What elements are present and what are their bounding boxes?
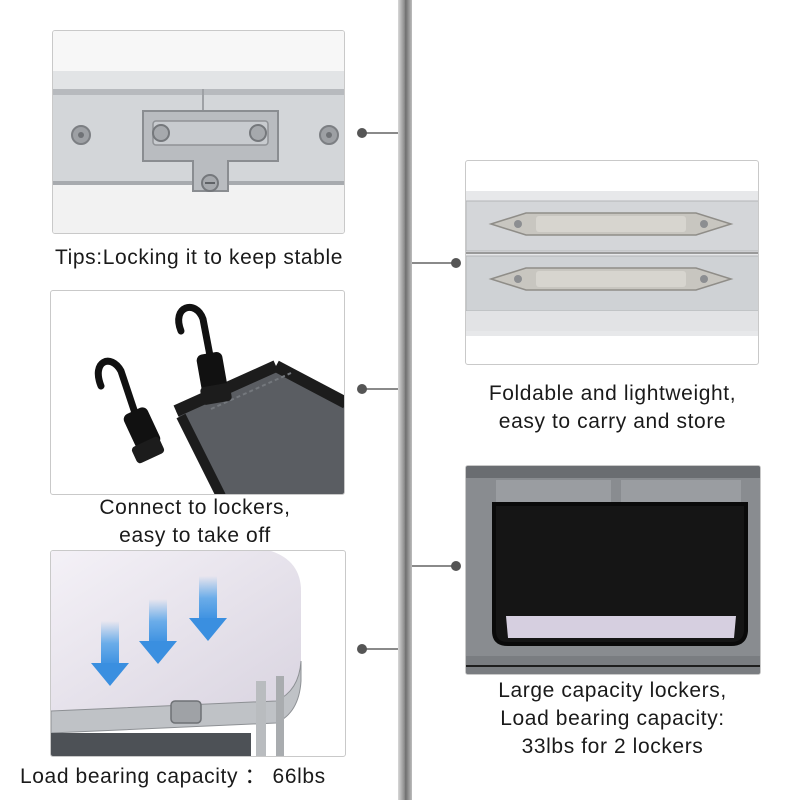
- tabletop-load-photo: [50, 550, 346, 757]
- caption-hooks-line2: easy to take off: [119, 524, 271, 547]
- locker-photo: [465, 465, 761, 675]
- latch-photo: [52, 30, 345, 234]
- caption-lockers-line1: Large capacity lockers,: [498, 679, 727, 702]
- caption-foldable-line1: Foldable and lightweight,: [488, 382, 737, 405]
- connector-dot-hooks: [357, 384, 367, 394]
- caption-lockers-line2: Load bearing capacity:: [500, 707, 725, 730]
- connector-foldable: [412, 262, 456, 264]
- caption-lockers: Large capacity lockers, Load bearing cap…: [440, 677, 785, 761]
- caption-hooks-line1: Connect to lockers,: [99, 496, 291, 519]
- caption-foldable: Foldable and lightweight, easy to carry …: [440, 380, 785, 436]
- connector-hooks: [362, 388, 398, 390]
- connector-dot-latch: [357, 128, 367, 138]
- caption-hooks: Connect to lockers, easy to take off: [20, 494, 370, 550]
- caption-foldable-line2: easy to carry and store: [498, 410, 727, 433]
- connector-dot-lockers: [451, 561, 461, 571]
- caption-lockers-line3: 33lbs for 2 lockers: [521, 735, 704, 758]
- connector-load: [362, 648, 398, 650]
- caption-load: Load bearing capacity ： 66lbs: [20, 765, 326, 788]
- connector-dot-load: [357, 644, 367, 654]
- connector-lockers: [412, 565, 456, 567]
- folded-handles-photo: [465, 160, 759, 365]
- center-divider: [398, 0, 412, 800]
- hooks-photo: [50, 290, 345, 495]
- down-arrow-icon: [91, 621, 129, 686]
- caption-locking: Tips:Locking it to keep stable: [54, 246, 344, 269]
- connector-dot-foldable: [451, 258, 461, 268]
- connector-latch: [362, 132, 398, 134]
